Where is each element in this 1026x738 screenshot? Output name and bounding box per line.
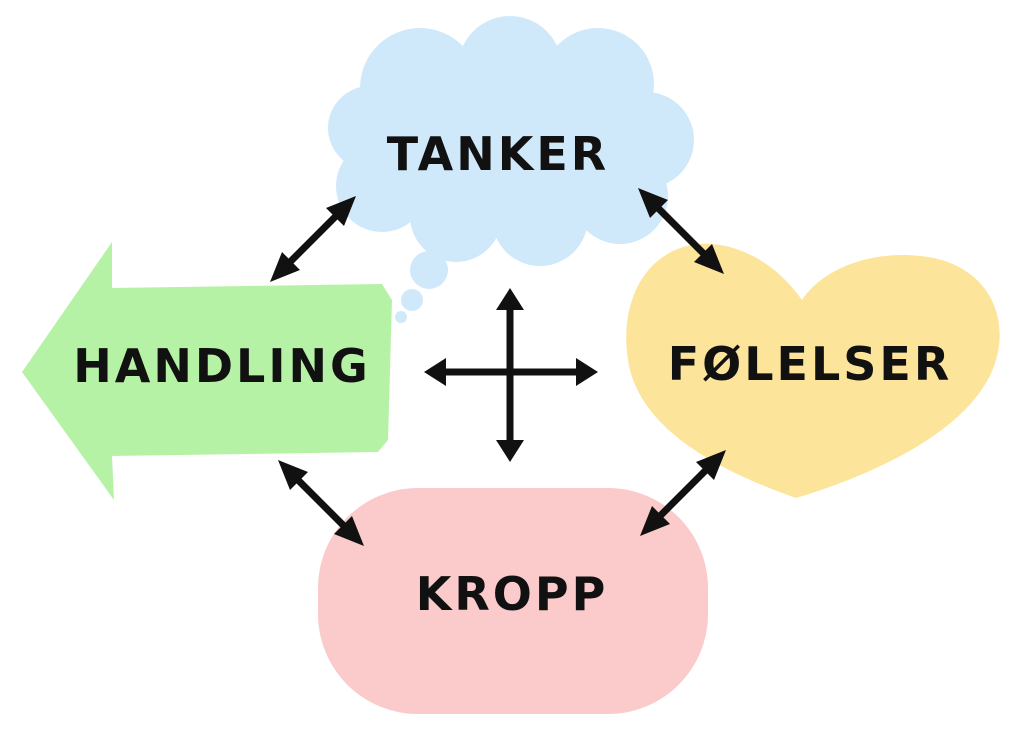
tanker-label: TANKER bbox=[387, 127, 609, 181]
kropp-label: KROPP bbox=[416, 567, 609, 621]
edge-tanker-folelser bbox=[638, 188, 724, 274]
four-way-arrow-icon bbox=[424, 288, 598, 462]
thought-bubbles-icon bbox=[395, 251, 448, 323]
folelser-label: FØLELSER bbox=[668, 337, 953, 391]
node-handling: HANDLING bbox=[22, 242, 392, 500]
node-folelser: FØLELSER bbox=[626, 243, 1000, 498]
node-tanker: TANKER bbox=[328, 16, 694, 323]
node-kropp: KROPP bbox=[318, 488, 708, 714]
kropp-blob-shape bbox=[318, 488, 708, 714]
handling-label: HANDLING bbox=[73, 339, 370, 393]
handling-arrow-shape bbox=[22, 242, 392, 500]
edge-folelser-kropp bbox=[640, 450, 726, 536]
tanker-cloud-shape bbox=[328, 16, 694, 266]
edge-tanker-handling bbox=[270, 196, 356, 282]
edge-handling-kropp bbox=[278, 460, 364, 546]
folelser-heart-shape bbox=[626, 243, 1000, 498]
